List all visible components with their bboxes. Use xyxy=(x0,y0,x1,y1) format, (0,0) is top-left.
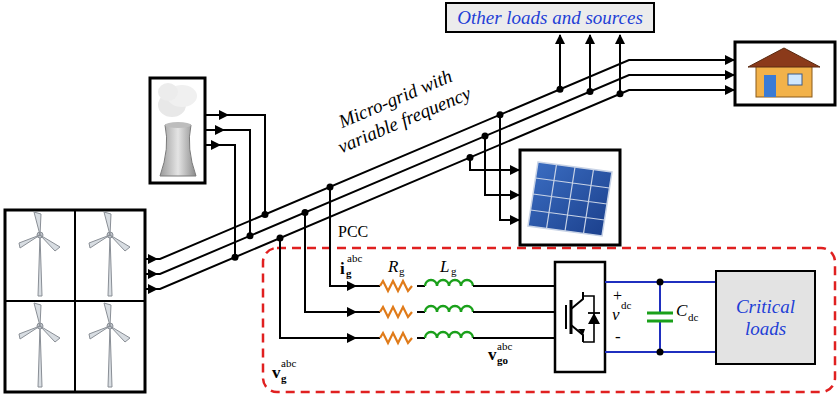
bus-lines xyxy=(145,35,734,338)
subscript: g xyxy=(451,266,457,277)
subscript: go xyxy=(497,355,508,366)
superscript: abc xyxy=(347,253,362,264)
power-plant-icon xyxy=(150,78,205,183)
dc-link xyxy=(605,279,715,356)
source-box: Other loads and sources xyxy=(445,2,655,33)
superscript: dc xyxy=(621,300,631,311)
box-text: Other loads and sources xyxy=(457,7,643,29)
box-text: Critical loads xyxy=(717,296,814,340)
house-icon xyxy=(735,42,835,105)
subscript: dc xyxy=(688,312,698,323)
symbol-base: R xyxy=(388,258,398,275)
node-label: PCC xyxy=(338,224,368,240)
grid-annotation: Micro-grid with variable frequency xyxy=(308,54,492,166)
symbol-base: i xyxy=(340,260,345,277)
superscript: abc xyxy=(497,341,512,352)
symbol-base: v xyxy=(488,346,497,363)
phase-branch xyxy=(340,332,555,343)
polarity-sign: - xyxy=(615,328,621,345)
subscript: g xyxy=(346,268,352,279)
symbol-base: v xyxy=(272,364,281,381)
phase-branch xyxy=(340,280,555,291)
symbol-base: v xyxy=(612,306,620,323)
phase-branch xyxy=(340,306,555,317)
symbol-base: L xyxy=(440,258,449,275)
wind-turbines-icon xyxy=(5,210,145,392)
load-box: Critical loads xyxy=(715,270,816,365)
superscript: abc xyxy=(281,358,296,369)
polarity-sign: + xyxy=(613,288,622,304)
subscript: g xyxy=(399,266,405,277)
dashed-region xyxy=(263,248,835,392)
symbol-base: C xyxy=(676,302,687,319)
subscript: g xyxy=(281,373,287,384)
solar-panel-icon xyxy=(520,150,620,245)
converter-symbol xyxy=(555,262,605,372)
